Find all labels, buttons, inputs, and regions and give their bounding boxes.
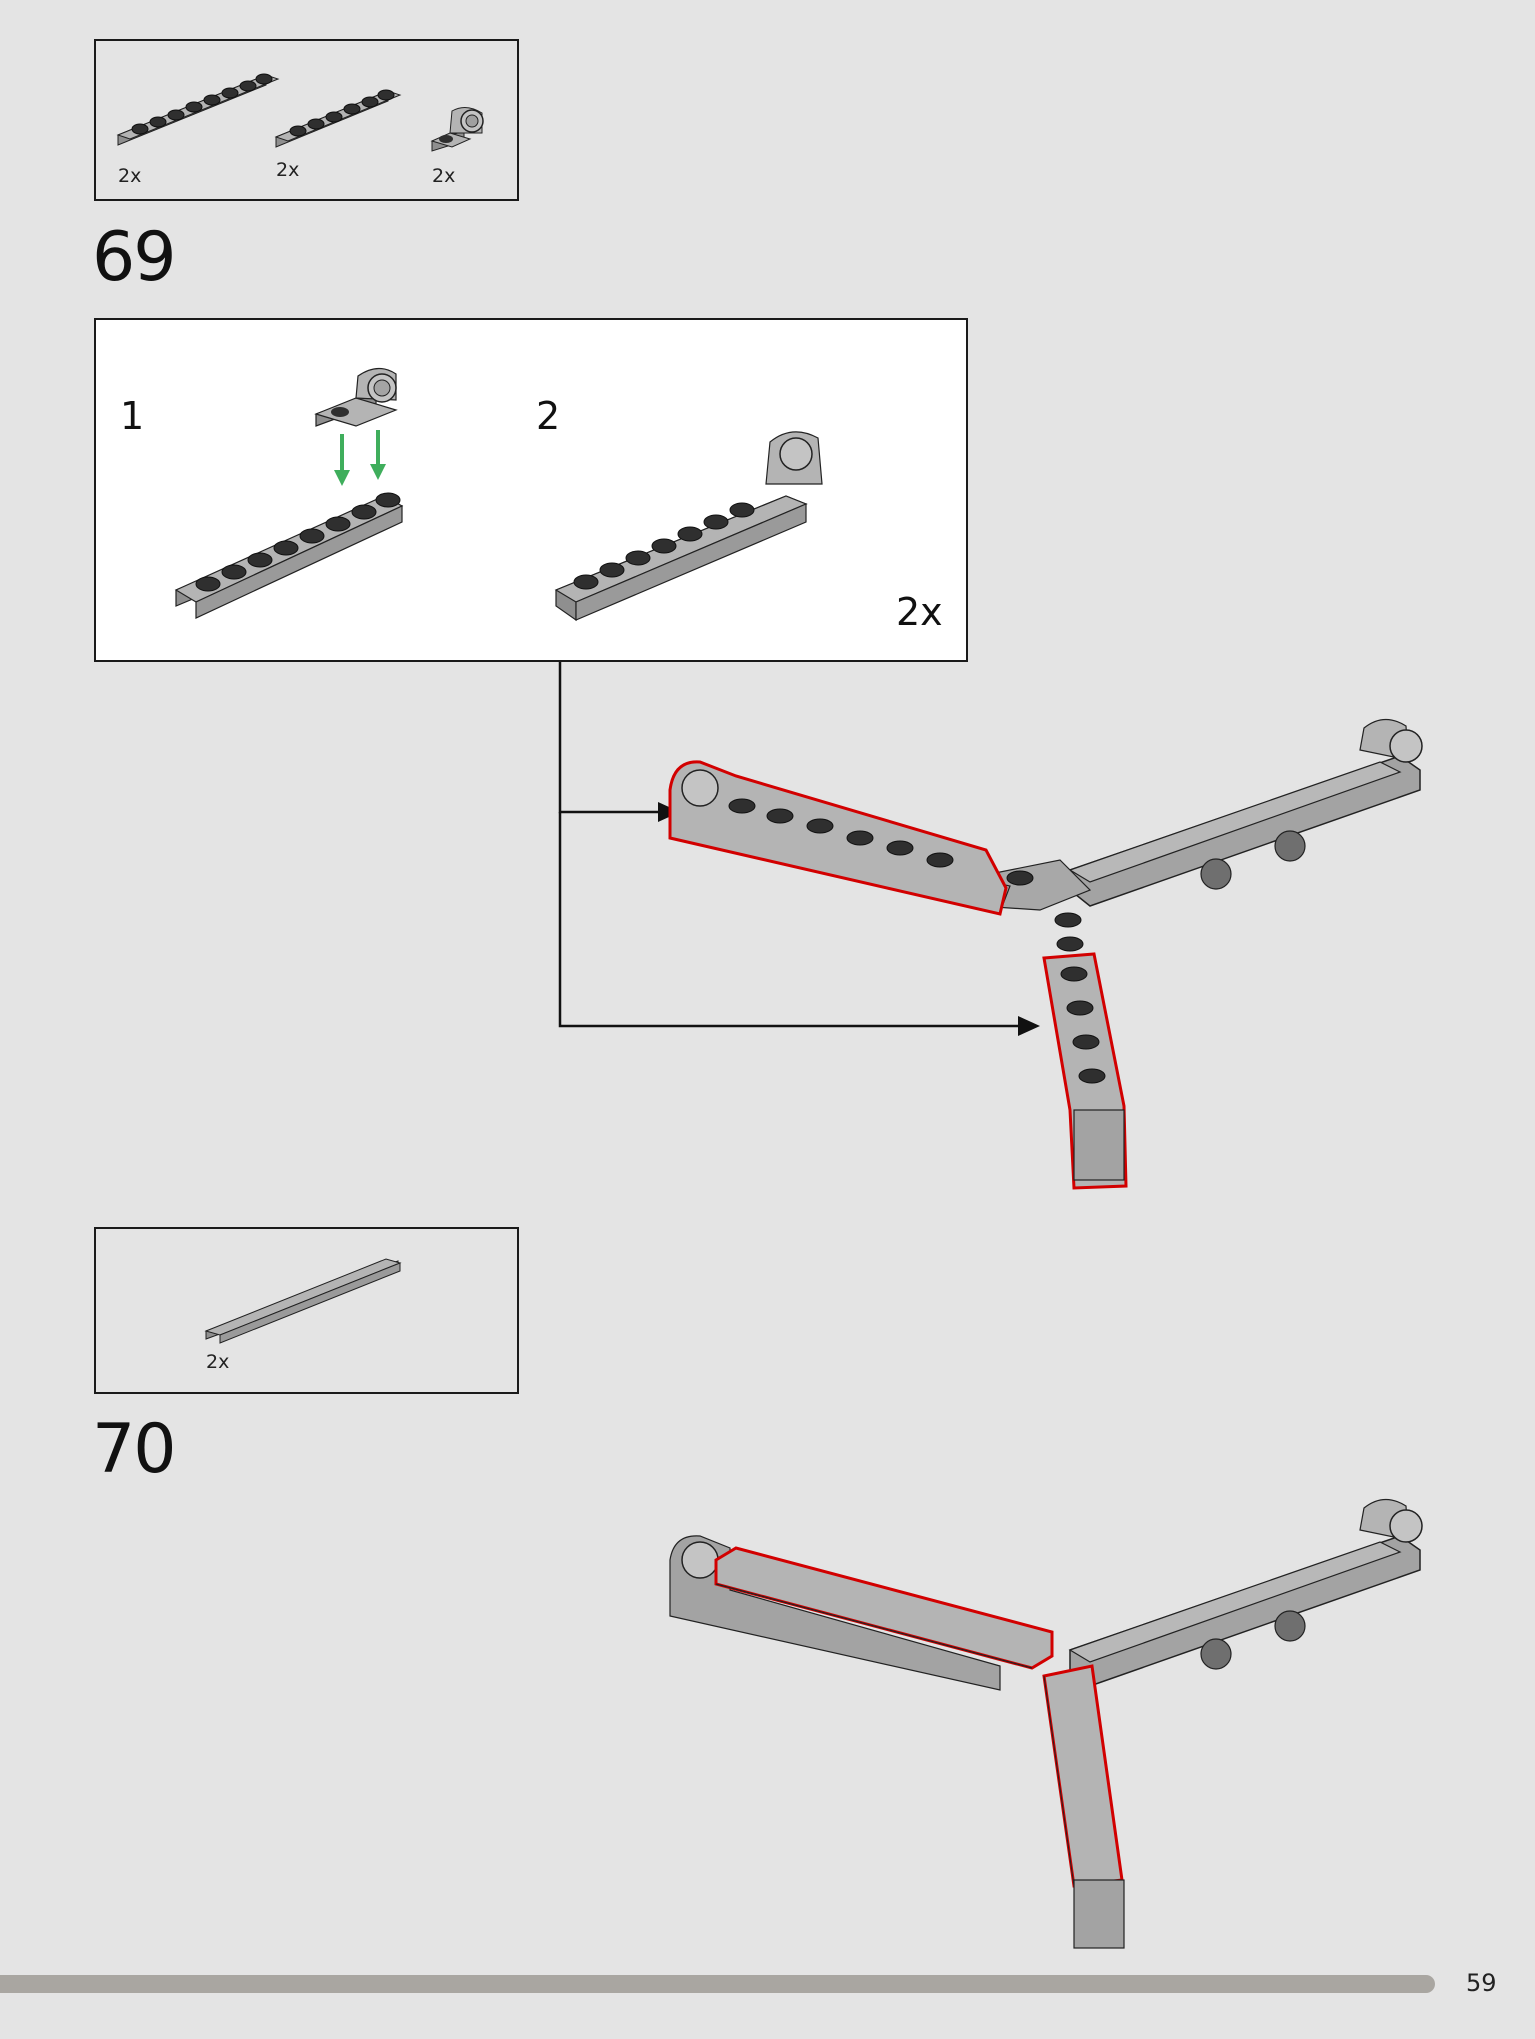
substep-1-illustration [174, 367, 404, 619]
plate-with-bar-holder-icon [430, 107, 484, 152]
part-qty: 2x [276, 159, 300, 181]
step-number-69: 69 [92, 218, 177, 297]
parts-box-step-69: 2x 2x 2x [94, 39, 519, 201]
step-69-assembly [668, 718, 1423, 1190]
step-70-assembly [669, 1498, 1423, 1949]
part-qty: 2x [206, 1351, 230, 1373]
part-qty: 2x [432, 165, 456, 187]
substep-label-2: 2 [536, 394, 561, 438]
substep-2-illustration [554, 431, 823, 622]
step-number-70: 70 [92, 1410, 177, 1489]
part-qty: 2x [118, 165, 142, 187]
tile-1x8-icon [204, 1258, 402, 1344]
page-number: 59 [1466, 1969, 1497, 1997]
substep-label-1: 1 [120, 394, 145, 438]
subassembly-box-step-69: 1 2 2x [94, 318, 968, 662]
callout-connector [558, 662, 1040, 1036]
parts-box-step-70: 2x [94, 1227, 519, 1394]
substep-qty: 2x [896, 590, 943, 634]
plate-1x8-icon [116, 73, 280, 146]
progress-bar [0, 1975, 1435, 1993]
plate-1x6-icon [274, 89, 402, 148]
